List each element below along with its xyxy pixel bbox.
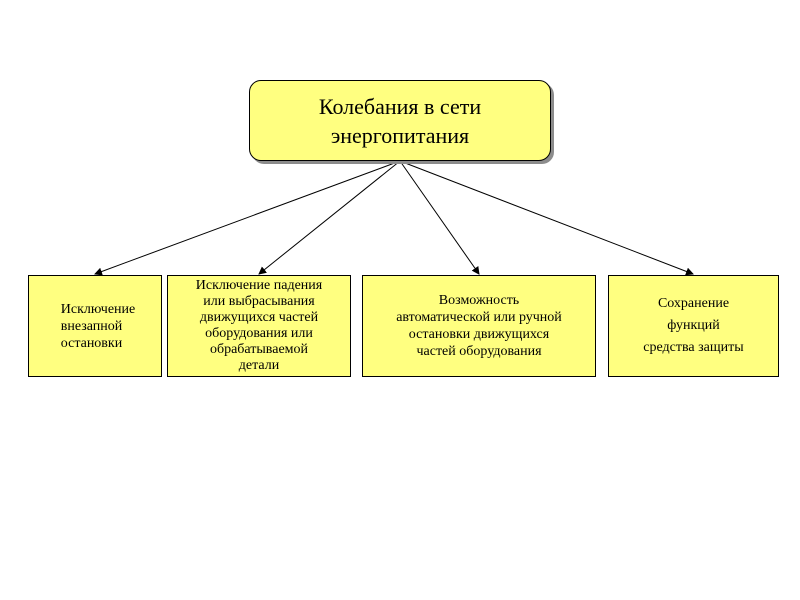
child-node-auto-manual-stop: Возможность автоматической или ручной ос… <box>362 275 596 377</box>
root-node-label: Колебания в сети энергопитания <box>318 93 482 148</box>
child-node-sudden-stop: Исключение внезапной остановки <box>28 275 162 377</box>
child-node-falling-parts: Исключение падения или выбрасывания движ… <box>167 275 351 377</box>
child-node-protection-function: Сохранение функций средства защиты <box>608 275 779 377</box>
child-node-label: Исключение падения или выбрасывания движ… <box>195 278 323 373</box>
connector-arrow-2 <box>258 160 401 275</box>
root-node: Колебания в сети энергопитания <box>249 80 551 161</box>
child-node-label: Сохранение функций средства защиты <box>643 296 744 355</box>
connector-arrow-1 <box>94 160 401 276</box>
child-node-label: Возможность автоматической или ручной ос… <box>396 293 562 359</box>
child-node-label: Исключение внезапной остановки <box>60 301 136 351</box>
connector-arrow-3 <box>399 160 480 275</box>
connector-arrow-4 <box>399 160 694 276</box>
